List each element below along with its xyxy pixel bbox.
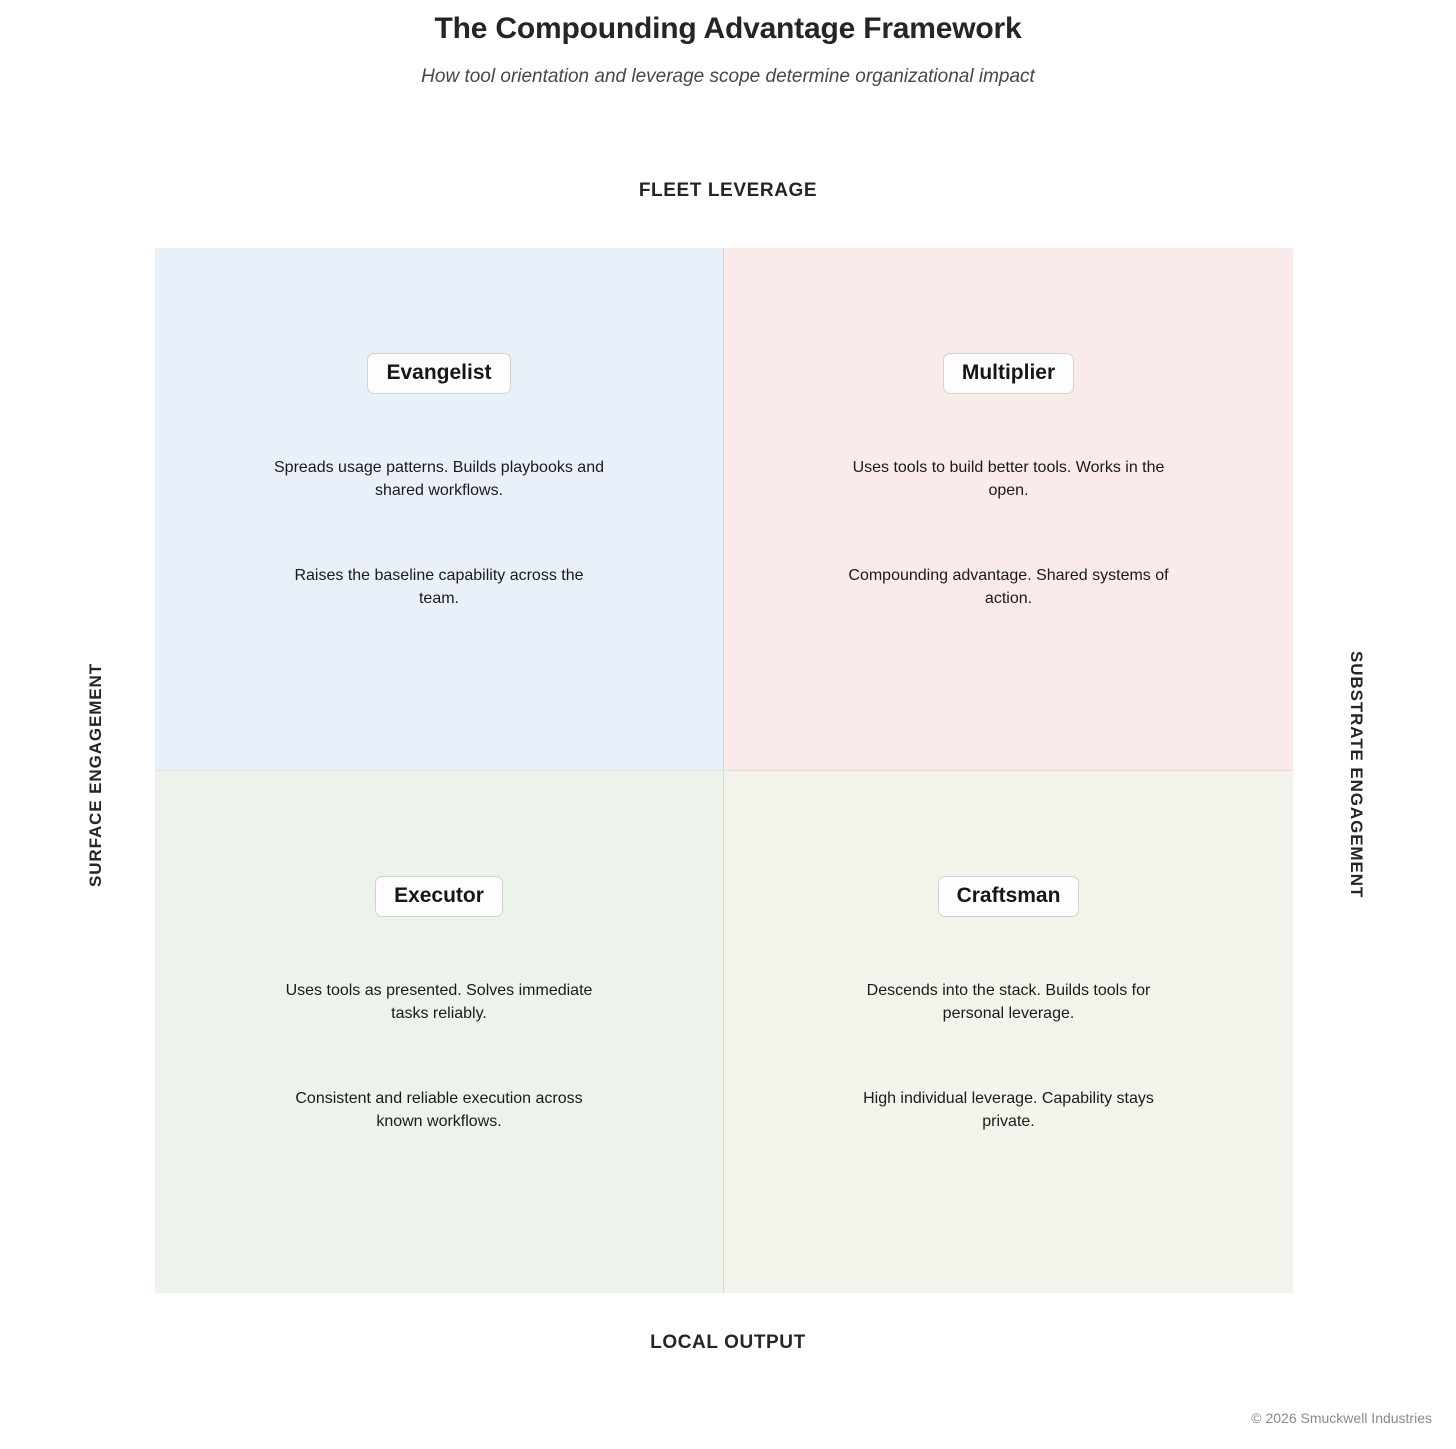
axis-label-left-text: SURFACE ENGAGEMENT — [86, 663, 105, 887]
quadrant-evangelist[interactable]: Evangelist Spreads usage patterns. Build… — [155, 248, 724, 771]
page-title: The Compounding Advantage Framework — [434, 12, 1022, 45]
quadrant-outcome-craftsman: High individual leverage. Capability sta… — [863, 1090, 1154, 1131]
copyright-notice: © 2026 Smuckwell Industries — [1251, 1410, 1432, 1426]
quadrant-description-evangelist: Spreads usage patterns. Builds playbooks… — [274, 459, 604, 499]
quadrant-description-craftsman: Descends into the stack. Builds tools fo… — [866, 982, 1151, 1022]
quadrant-label-multiplier: Multiplier — [942, 353, 1075, 395]
axis-label-bottom: LOCAL OUTPUT — [650, 1332, 806, 1353]
quadrant-label-executor: Executor — [375, 876, 503, 918]
quadrant-craftsman[interactable]: Craftsman Descends into the stack. Build… — [724, 771, 1293, 1293]
quadrant-executor[interactable]: Executor Uses tools as presented. Solves… — [155, 771, 724, 1293]
quadrant-label-craftsman: Craftsman — [937, 876, 1080, 918]
quadrant-outcome-evangelist: Raises the baseline capability across th… — [294, 567, 584, 608]
quadrant-matrix: Evangelist Spreads usage patterns. Build… — [155, 248, 1293, 1293]
quadrant-description-executor: Uses tools as presented. Solves immediat… — [285, 982, 593, 1022]
quadrant-label-evangelist: Evangelist — [367, 353, 511, 395]
page-subtitle: How tool orientation and leverage scope … — [421, 66, 1035, 87]
axis-label-right: SUBSTRATE ENGAGEMENT — [1336, 600, 1376, 950]
quadrant-description-multiplier: Uses tools to build better tools. Works … — [852, 459, 1165, 499]
quadrant-multiplier[interactable]: Multiplier Uses tools to build better to… — [724, 248, 1293, 771]
quadrant-outcome-executor: Consistent and reliable execution across… — [295, 1090, 583, 1131]
quadrant-outcome-multiplier: Compounding advantage. Shared systems of… — [848, 567, 1169, 608]
axis-label-right-text: SUBSTRATE ENGAGEMENT — [1347, 651, 1366, 899]
axis-label-top: FLEET LEVERAGE — [638, 180, 818, 201]
chart-header: The Compounding Advantage Framework How … — [0, 0, 1456, 88]
axis-label-left: SURFACE ENGAGEMENT — [76, 610, 116, 940]
